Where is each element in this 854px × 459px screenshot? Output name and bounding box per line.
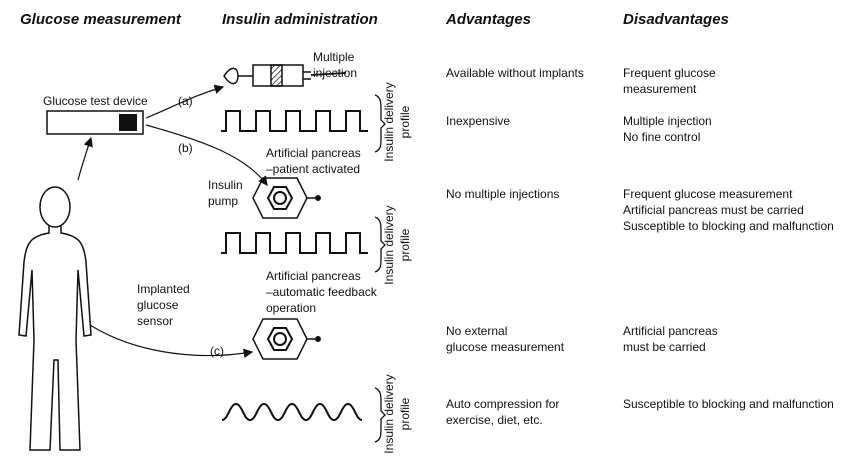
square-wave-profile-1 (221, 94, 386, 153)
profile-label-3: Insulin delivery profile (382, 374, 412, 454)
label-b: (b) (178, 141, 193, 155)
insulin-pump-icon (252, 177, 321, 219)
sine-wave-profile (221, 387, 386, 443)
disadvantage-row-5: Susceptible to blocking and malfunction (623, 397, 834, 411)
advantage-row-1: Available without implants (446, 66, 584, 80)
profile-label-2: Insulin delivery profile (382, 205, 412, 285)
advantage-row-3: No multiple injections (446, 187, 560, 201)
disadvantage-row-3: Frequent glucose measurement Artificial … (623, 187, 834, 233)
profile-label-1: Insulin delivery profile (382, 82, 412, 162)
arrow-b (145, 124, 268, 186)
arrow-person-to-device (77, 136, 93, 181)
header-advantages: Advantages (446, 11, 532, 28)
label-implanted-glucose-sensor: Implanted glucose sensor (137, 282, 190, 328)
glucose-test-device (46, 110, 144, 135)
person-figure (18, 186, 92, 451)
label-glucose-test-device: Glucose test device (43, 94, 148, 108)
arrow-a (145, 84, 225, 119)
advantage-row-4: No external glucose measurement (446, 324, 565, 354)
header-insulin-administration: Insulin administration (222, 11, 378, 28)
advantage-row-2: Inexpensive (446, 114, 511, 128)
header-disadvantages: Disadvantages (623, 11, 729, 28)
label-a: (a) (178, 94, 193, 108)
arrow-c (89, 324, 254, 359)
disadvantage-row-2: Multiple injection No fine control (623, 114, 712, 144)
label-c: (c) (210, 344, 224, 358)
disadvantage-row-4: Artificial pancreas must be carried (623, 324, 718, 354)
label-insulin-pump: Insulin pump (208, 178, 243, 208)
header-glucose-measurement: Glucose measurement (20, 11, 181, 28)
label-artificial-pancreas-patient: Artificial pancreas –patient activated (266, 146, 361, 176)
square-wave-profile-2 (221, 216, 386, 273)
advantage-row-5: Auto compression for exercise, diet, etc… (446, 397, 560, 427)
disadvantage-row-1: Frequent glucose measurement (623, 66, 716, 96)
artificial-pancreas-icon (252, 318, 321, 360)
syringe-icon (223, 64, 347, 87)
label-multiple-injection: Multiple injection (313, 50, 358, 80)
label-artificial-pancreas-auto: Artificial pancreas –automatic feedback … (266, 269, 377, 315)
